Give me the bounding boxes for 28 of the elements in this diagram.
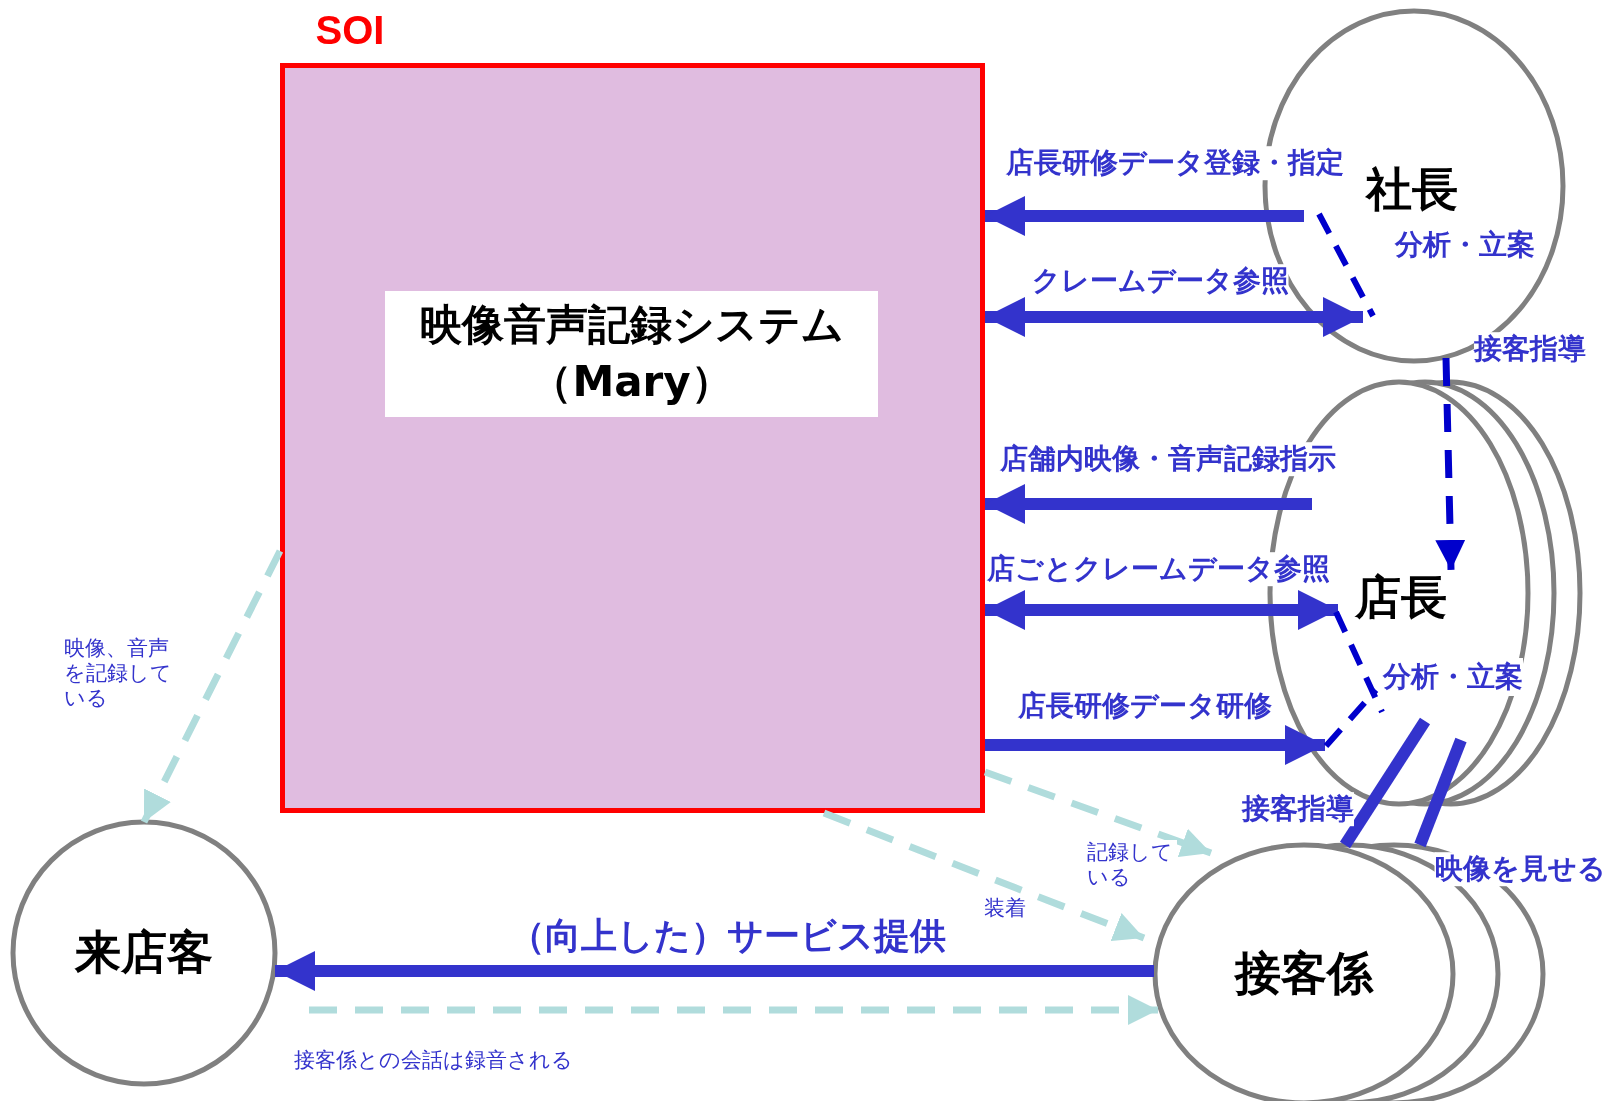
edge-label: 店ごとクレームデータ参照 bbox=[986, 552, 1330, 586]
boundary-label: SOI bbox=[315, 7, 385, 53]
node-label: 接客係 bbox=[1235, 945, 1373, 1002]
edge-label: 店長研修データ研修 bbox=[1018, 689, 1272, 723]
arrow bbox=[822, 809, 1146, 942]
arrow bbox=[985, 725, 1325, 765]
arrow bbox=[985, 590, 1338, 630]
annotation-label: 分析・立案 bbox=[1383, 658, 1523, 696]
arrow bbox=[140, 549, 284, 824]
arrow bbox=[983, 768, 1213, 857]
arrow bbox=[985, 297, 1363, 337]
connector-line bbox=[1339, 717, 1431, 849]
arrow bbox=[985, 484, 1312, 524]
node-label: 店長 bbox=[1355, 569, 1447, 626]
node-label: 社長 bbox=[1366, 161, 1458, 218]
edge-label: 接客指導 bbox=[1474, 332, 1586, 366]
arrow bbox=[275, 951, 1154, 991]
edge-label: 店長研修データ登録・指定 bbox=[1006, 146, 1344, 180]
connector-line bbox=[1414, 737, 1467, 848]
title-text: 映像音声記録システム（Mary） bbox=[418, 299, 845, 408]
arrow bbox=[985, 196, 1304, 236]
edge-label: 接客係との会話は録音される bbox=[293, 1048, 573, 1074]
edge-label: クレームデータ参照 bbox=[1031, 264, 1289, 298]
edge-label: 接客指導 bbox=[1242, 792, 1354, 826]
node-label: 来店客 bbox=[75, 924, 213, 981]
title-box bbox=[385, 291, 878, 417]
edge-label: 店舗内映像・音声記録指示 bbox=[1000, 442, 1336, 476]
customer-circle bbox=[13, 822, 275, 1084]
